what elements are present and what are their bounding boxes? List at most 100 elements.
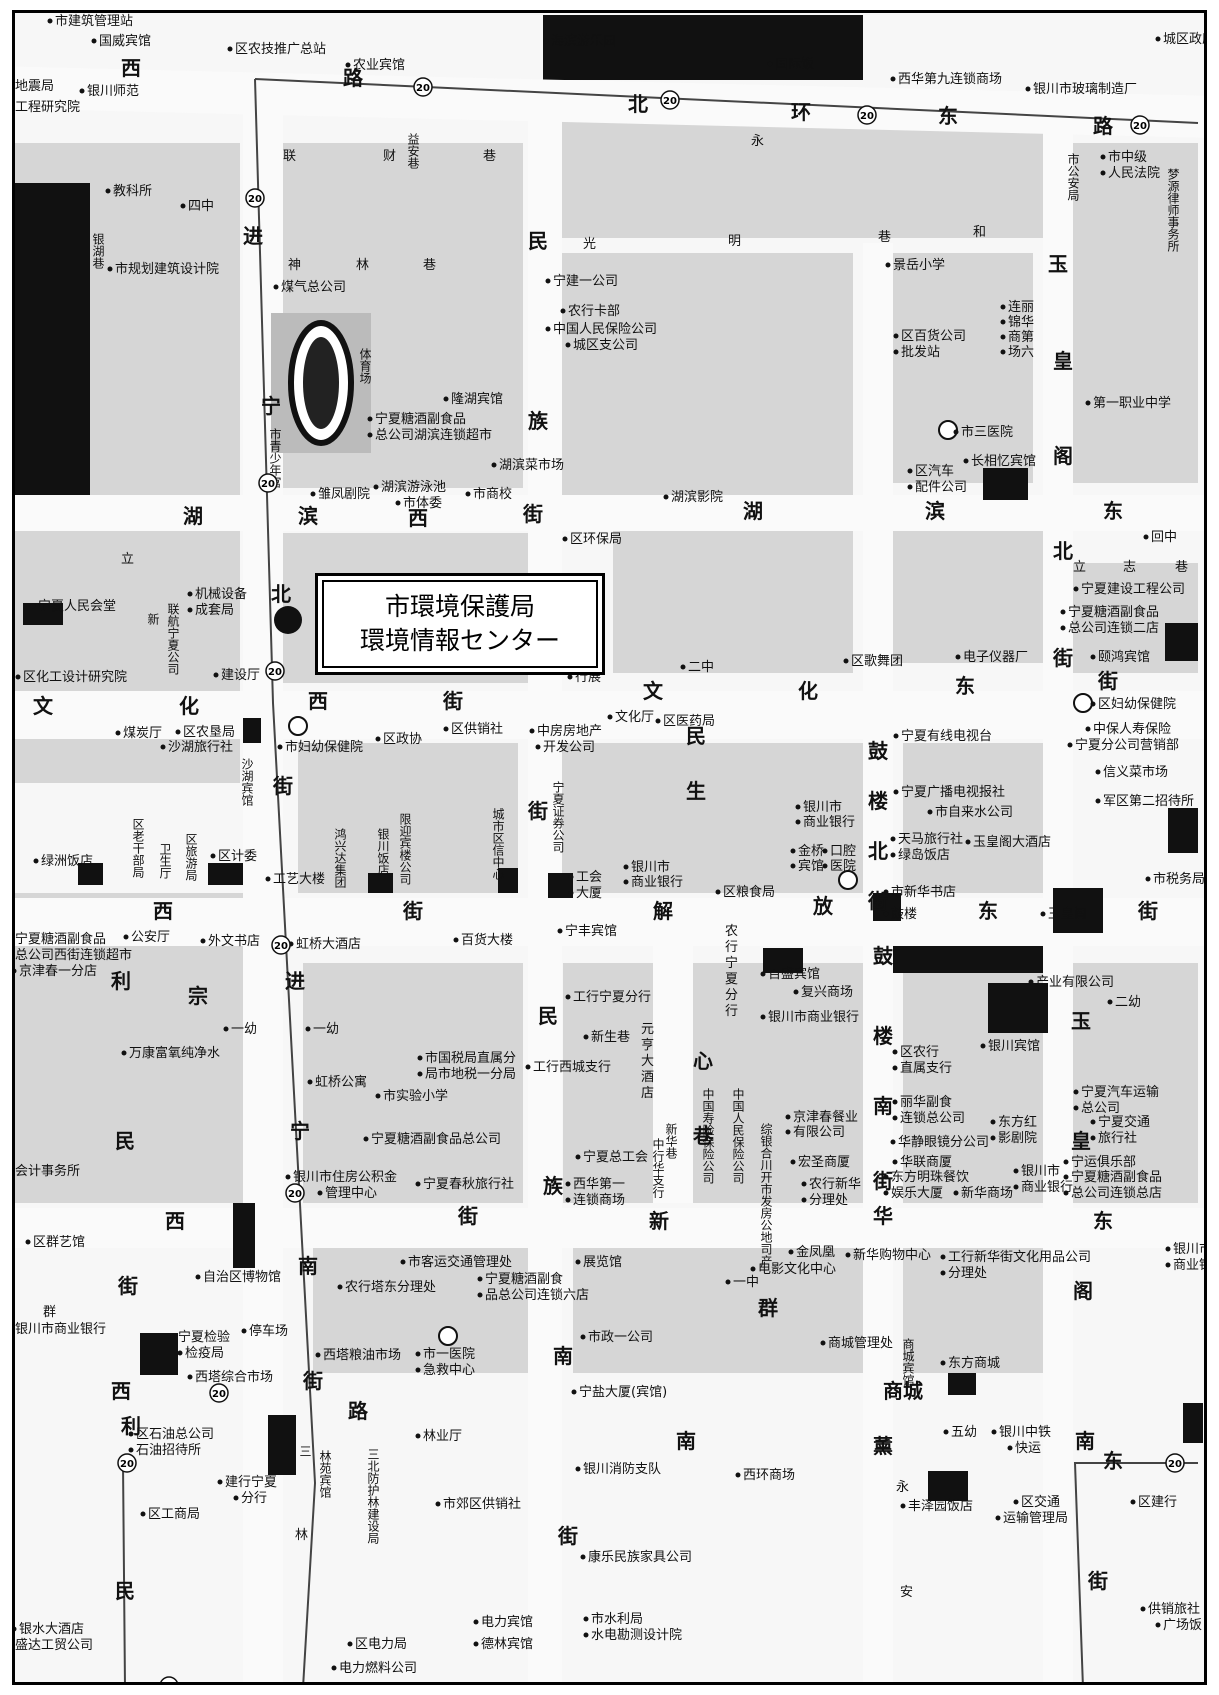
route-marker-icon: 20 [285,1183,305,1203]
city-map[interactable]: 西路北环东路进民玉宁族皇阁湖滨西街湖滨东北北街文化西街文化东街鼓楼北街街生民街西… [15,13,1207,1685]
road-label: 滨 [298,504,318,528]
place-label-dot [990,1135,996,1141]
place-label: 有限公司 [793,1125,845,1140]
place-label: 盛达工贸公司 [15,1638,93,1653]
place-label: 巷 [483,149,496,164]
road-labels: 西路北环东路进民玉宁族皇阁湖滨西街湖滨东北北街文化西街文化东街鼓楼北街街生民街西… [33,56,1158,1603]
vertical-place-label: 市公安局 [1066,152,1080,202]
place-label: 总公司湖滨连锁超市 [375,427,492,443]
place-label: 宁夏糖酒副食品 [1071,1169,1162,1185]
place-label: 夏 [725,972,738,987]
place-label-dot [1107,999,1113,1005]
place-label-dot [415,1181,421,1187]
place-label: 煤气总公司 [281,279,346,295]
place-label: 口腔 [830,844,856,859]
place-label: 总公司连锁二店 [1068,620,1159,636]
place-label: 宁夏糖酒副食品 [375,411,466,427]
place-label: 分理处 [809,1193,848,1208]
road-label: 皇 [1053,349,1073,373]
route-marker-icon: 20 [209,1383,229,1403]
place-label: 电子仪器厂 [963,650,1028,665]
route-marker-label: 20 [274,941,288,952]
vertical-place-label: 益安巷 [406,133,420,169]
place-label: 西环商场 [743,1468,795,1483]
place-label-dot [305,1026,311,1032]
place-label: 二中 [688,660,714,675]
place-label: 银川市 [1021,1163,1060,1179]
place-label-dot [568,874,574,880]
vertical-place-label: 林苑宾馆 [318,1450,332,1498]
place-label: 玉皇阁 [1048,907,1087,922]
place-label: 一中 [733,1275,759,1290]
district-boundary [254,78,1199,124]
place-labels: 市建筑管理站国威宾馆区农技推广总站农业宾馆海滨游乐园国际饭西华第九连锁商场银川市… [15,13,1204,1676]
place-label: 连锁商场 [573,1192,625,1208]
place-label: 沙湖旅行社 [168,739,233,755]
place-label: 宏圣商厦 [798,1155,850,1170]
place-label: 工行新华街文化用品公司 [948,1249,1091,1265]
place-label: 安 [900,1585,913,1600]
place-label-dot [893,789,899,795]
place-label: 宁夏检验 [178,1329,230,1345]
place-label: 工行宁夏分行 [573,989,651,1005]
place-label: 东方红 [998,1114,1037,1130]
place-label: 新华购物中心 [853,1247,931,1263]
place-label-dot [990,1119,996,1125]
place-label-dot [315,1352,321,1358]
place-label: 电力燃料公司 [339,1660,417,1676]
route-marker-circle [857,105,877,125]
place-label-dot [375,736,381,742]
place-label-dot [607,714,613,720]
place-label-dot [580,1334,586,1340]
place-label-dot [991,1429,997,1435]
place-label: 宁盐大厦(宾馆) [579,1384,667,1400]
route-marker-icon: 20 [271,935,291,955]
place-label-dot [883,911,889,917]
place-label-dot [790,848,796,854]
place-label-dot [1085,400,1091,406]
place-label-dot [1073,586,1079,592]
place-label-dot [367,432,373,438]
place-label-dot [345,62,351,68]
road-label: 西 [153,899,173,923]
place-label: 区农垦局 [183,725,235,740]
vertical-place-label: 区老干部局 [131,818,145,879]
place-label-dot [1000,334,1006,340]
place-label-dot [241,1328,247,1334]
road-label: 街 [522,502,543,526]
place-label: 场六 [1008,345,1034,360]
vertical-place-label: 限迎宾楼公司 [398,813,412,885]
place-label-dot [347,1641,353,1647]
place-label-dot [1060,625,1066,631]
place-label: 国际饭 [775,57,814,72]
place-label: 店 [641,1086,654,1101]
place-label: 军区第二招待所 [1103,794,1194,809]
road-label: 北 [868,839,888,863]
district-boundary-south [122,1462,1198,1682]
place-label: 影剧院 [998,1131,1037,1146]
road-label: 心 [693,1049,713,1073]
place-label-dot [375,1093,381,1099]
place-label-dot [557,928,563,934]
place-label-dot [845,1252,851,1258]
place-label-dot [883,1174,889,1180]
place-label: 石油招待所 [136,1443,201,1458]
place-label-dot [883,1190,889,1196]
place-label: 区计委 [218,849,257,864]
place-label-dot [1085,726,1091,732]
road-label: 族 [543,1174,564,1198]
road-label: 宗 [188,984,208,1008]
place-label-dot [790,863,796,869]
place-label: 煤炭厅 [123,726,162,741]
place-label: 供销旅社 [1148,1601,1200,1617]
place-label-dot [15,1626,17,1632]
place-label-dot [187,591,193,597]
road-label: 宁 [261,394,281,418]
road-label: 宁 [290,1119,310,1143]
place-label-dot [655,718,661,724]
place-label: 区妇幼保健院 [1098,696,1176,712]
place-label: 丰泽园饭店 [908,1499,973,1514]
place-label: 旅行社 [1098,1130,1137,1146]
road-label: 东 [955,674,975,698]
